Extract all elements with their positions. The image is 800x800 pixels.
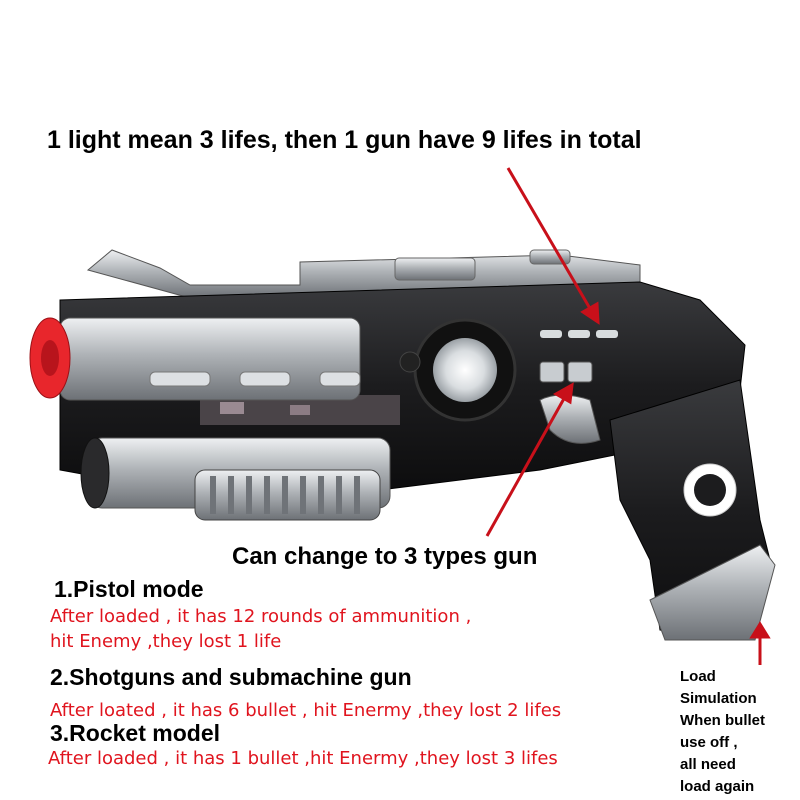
mode-1-title: 1.Pistol mode: [54, 576, 204, 602]
life-lights: [539, 330, 618, 383]
gun-types-label: Can change to 3 types gun: [232, 543, 538, 570]
mode-3-line-1: After loaded , it has 1 bullet ,hit Ener…: [48, 748, 558, 769]
mode-2-line-1: After loated , it has 6 bullet , hit Ene…: [50, 700, 562, 721]
mode-2-title: 2.Shotguns and submachine gun: [50, 664, 412, 690]
muzzle-red-cap: [29, 317, 71, 399]
mode-1-line-1: After loaded , it has 12 rounds of ammun…: [50, 606, 472, 627]
load-note-line: Simulation: [680, 690, 757, 707]
annotation-arrows: [485, 167, 771, 665]
load-note-line: When bullet: [680, 712, 765, 729]
load-note: Load Simulation When bullet use off , al…: [680, 666, 798, 798]
load-note-line: use off ,: [680, 734, 738, 751]
lives-headline: 1 light mean 3 lifes, then 1 gun have 9 …: [47, 126, 642, 154]
load-note-line: Load: [680, 668, 716, 685]
mode-3-title: 3.Rocket model: [50, 720, 220, 746]
load-note-line: load again: [680, 778, 755, 795]
mode-1-line-2: hit Enemy ,they lost 1 life: [50, 631, 282, 652]
trigger-guard: [539, 394, 601, 444]
barrel: [59, 317, 361, 401]
flashlight-grip: [80, 437, 391, 521]
pistol-grip: [609, 379, 776, 641]
load-note-line: all need: [680, 756, 736, 773]
sensor-window: [399, 318, 517, 422]
